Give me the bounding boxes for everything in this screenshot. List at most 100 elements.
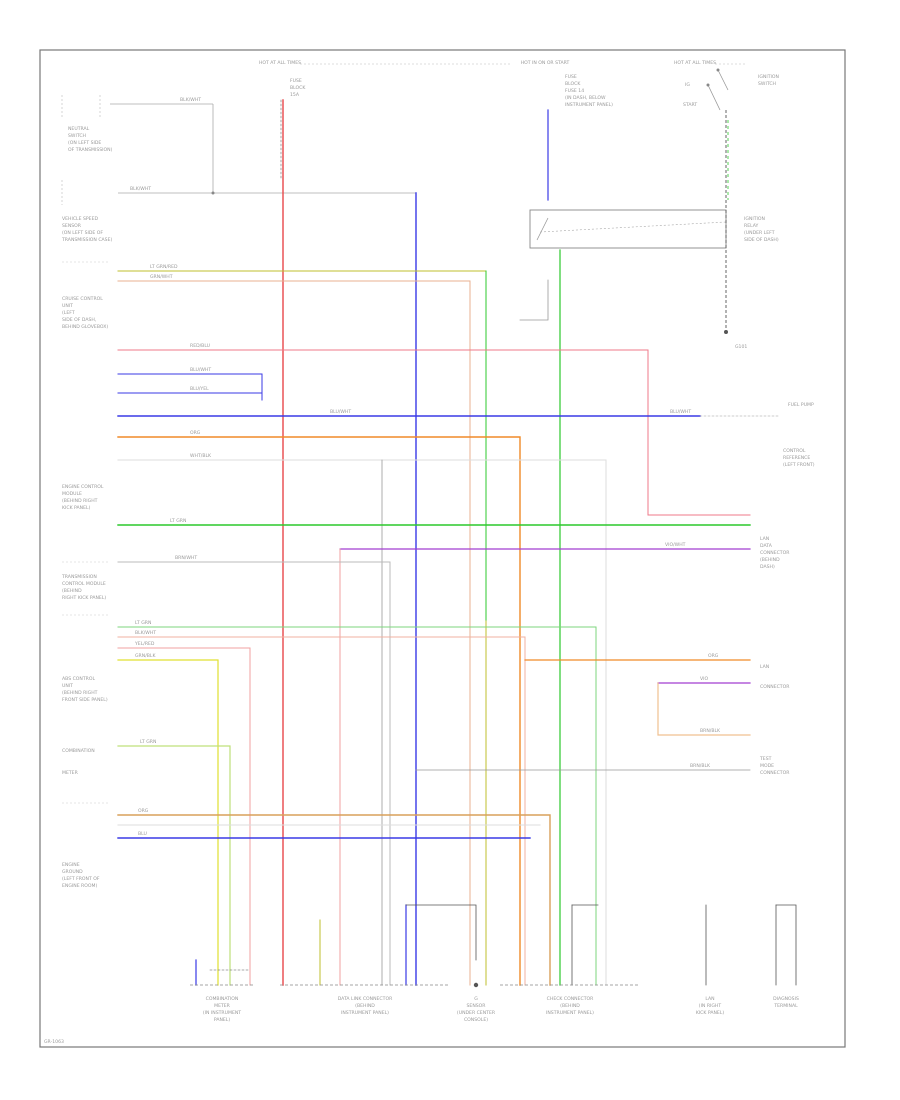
svg-text:LT GRN: LT GRN <box>135 620 151 626</box>
svg-text:LAN: LAN <box>705 996 714 1002</box>
svg-text:DATA LINK CONNECTOR: DATA LINK CONNECTOR <box>338 996 393 1002</box>
svg-text:ENGINE ROOM): ENGINE ROOM) <box>62 883 97 889</box>
svg-text:CONTROL: CONTROL <box>783 448 806 454</box>
wires: LT GRN/RED GRN/WHT RED/BLU BLU/WHT BLU/Y… <box>117 99 797 988</box>
lan-connector: LAN CONNECTOR <box>760 664 790 690</box>
svg-text:BLU/WHT: BLU/WHT <box>190 367 211 373</box>
svg-text:G: G <box>474 996 478 1002</box>
svg-text:ABS CONTROL: ABS CONTROL <box>62 676 95 682</box>
engine-ground: ENGINE GROUND (LEFT FRONT OF ENGINE ROOM… <box>62 802 110 889</box>
neutral-switch: NEUTRAL SWITCH (ON LEFT SIDE OF TRANSMIS… <box>61 95 214 193</box>
svg-text:BLK/WHT: BLK/WHT <box>135 630 156 636</box>
svg-text:BLOCK: BLOCK <box>565 81 581 87</box>
svg-text:(BEHIND RIGHT: (BEHIND RIGHT <box>62 690 98 696</box>
diagram-code: GR-1063 <box>44 1039 64 1045</box>
svg-text:ORG: ORG <box>190 430 201 436</box>
svg-text:(UNDER CENTER: (UNDER CENTER <box>457 1010 496 1016</box>
fuse-block-right: FUSE BLOCK FUSE 14 (IN DASH, BELOW INSTR… <box>565 74 613 108</box>
svg-text:FUEL PUMP: FUEL PUMP <box>788 402 814 408</box>
data-link-connector: DATA LINK CONNECTOR (BEHIND INSTRUMENT P… <box>338 996 393 1016</box>
svg-text:BLK/WHT: BLK/WHT <box>130 186 151 192</box>
svg-text:SENSOR: SENSOR <box>467 1003 487 1009</box>
svg-text:CONTROL MODULE: CONTROL MODULE <box>62 581 106 587</box>
svg-text:UNIT: UNIT <box>62 303 73 309</box>
svg-text:TERMINAL: TERMINAL <box>773 1003 798 1009</box>
svg-text:BLU: BLU <box>138 831 147 837</box>
svg-text:SIDE OF DASH,: SIDE OF DASH, <box>62 317 97 323</box>
svg-text:RIGHT KICK PANEL): RIGHT KICK PANEL) <box>62 595 106 601</box>
svg-text:(BEHIND: (BEHIND <box>355 1003 375 1009</box>
svg-text:G101: G101 <box>735 344 747 350</box>
svg-text:ORG: ORG <box>708 653 719 659</box>
svg-text:CONNECTOR: CONNECTOR <box>760 550 790 556</box>
hot-at-all-times-label: HOT AT ALL TIMES <box>259 60 301 66</box>
svg-text:FUSE: FUSE <box>290 78 302 84</box>
svg-text:(IN DASH, BELOW: (IN DASH, BELOW <box>565 95 606 101</box>
svg-text:DIAGNOSIS: DIAGNOSIS <box>773 996 799 1002</box>
svg-text:START: START <box>683 102 697 108</box>
check-connector: CHECK CONNECTOR (BEHIND INSTRUMENT PANEL… <box>546 996 594 1016</box>
ignition-switch: IGNITION SWITCH IG START <box>683 68 779 111</box>
ignition-relay: IGNITION RELAY (UNDER LEFT SIDE OF DASH) <box>529 209 779 249</box>
svg-text:LT GRN/RED: LT GRN/RED <box>150 264 178 270</box>
svg-text:(BEHIND: (BEHIND <box>62 588 82 594</box>
svg-text:LT GRN: LT GRN <box>140 739 156 745</box>
svg-text:YEL/RED: YEL/RED <box>134 641 155 647</box>
svg-text:FUSE: FUSE <box>565 74 577 80</box>
svg-text:(IN INSTRUMENT: (IN INSTRUMENT <box>203 1010 241 1016</box>
svg-text:CONNECTOR: CONNECTOR <box>760 684 790 690</box>
svg-text:SWITCH: SWITCH <box>758 81 776 87</box>
svg-text:UNIT: UNIT <box>62 683 73 689</box>
svg-text:WHT/BLK: WHT/BLK <box>190 453 212 459</box>
svg-text:METER: METER <box>62 770 79 776</box>
svg-text:LAN: LAN <box>760 664 769 670</box>
svg-text:INSTRUMENT PANEL): INSTRUMENT PANEL) <box>565 102 613 108</box>
svg-text:(BEHIND RIGHT: (BEHIND RIGHT <box>62 498 98 504</box>
svg-text:(BEHIND: (BEHIND <box>760 557 780 563</box>
svg-text:BLU/WHT: BLU/WHT <box>330 409 351 415</box>
svg-text:INSTRUMENT PANEL): INSTRUMENT PANEL) <box>341 1010 389 1016</box>
diagnosis-terminal: DIAGNOSIS TERMINAL <box>773 996 799 1009</box>
svg-text:INSTRUMENT PANEL): INSTRUMENT PANEL) <box>546 1010 594 1016</box>
svg-text:PANEL): PANEL) <box>214 1017 231 1023</box>
ground-g101: G101 <box>724 110 747 350</box>
abs-control-unit: ABS CONTROL UNIT (BEHIND RIGHT FRONT SID… <box>62 614 110 703</box>
svg-text:(BEHIND: (BEHIND <box>560 1003 580 1009</box>
cruise-control-unit: CRUISE CONTROL UNIT (LEFT SIDE OF DASH, … <box>62 261 110 330</box>
svg-text:GRN/BLK: GRN/BLK <box>135 653 156 659</box>
g-sensor: G SENSOR (UNDER CENTER CONSOLE) <box>457 996 496 1023</box>
svg-text:IGNITION: IGNITION <box>744 216 765 222</box>
svg-text:(ON LEFT SIDE OF: (ON LEFT SIDE OF <box>62 230 103 236</box>
vehicle-speed-sensor: VEHICLE SPEED SENSOR (ON LEFT SIDE OF TR… <box>61 180 416 243</box>
svg-text:GRN/WHT: GRN/WHT <box>150 274 173 280</box>
svg-text:SENSOR: SENSOR <box>62 223 82 229</box>
svg-text:VIO/WHT: VIO/WHT <box>665 542 686 548</box>
svg-text:BRN/BLK: BRN/BLK <box>690 763 711 769</box>
svg-text:SWITCH: SWITCH <box>68 133 86 139</box>
svg-text:GROUND: GROUND <box>62 869 83 875</box>
svg-text:TEST: TEST <box>759 756 772 762</box>
svg-text:OF TRANSMISSION): OF TRANSMISSION) <box>68 147 113 153</box>
svg-text:MODULE: MODULE <box>62 491 82 497</box>
svg-text:RELAY: RELAY <box>744 223 759 229</box>
svg-text:BRN/WHT: BRN/WHT <box>175 555 197 561</box>
svg-text:KICK PANEL): KICK PANEL) <box>696 1010 725 1016</box>
svg-text:REFERENCE: REFERENCE <box>783 455 810 461</box>
svg-text:BEHIND GLOVEBOX): BEHIND GLOVEBOX) <box>62 324 108 330</box>
hot-at-all-times-right-label: HOT AT ALL TIMES <box>674 60 716 66</box>
svg-text:CHECK CONNECTOR: CHECK CONNECTOR <box>547 996 594 1002</box>
svg-text:SIDE OF DASH): SIDE OF DASH) <box>744 237 779 243</box>
svg-text:(LEFT FRONT OF: (LEFT FRONT OF <box>62 876 100 882</box>
combination-meter-left: COMBINATION METER <box>62 748 95 776</box>
svg-text:BLK/WHT: BLK/WHT <box>180 97 201 103</box>
power-section: HOT AT ALL TIMES HOT IN ON OR START HOT … <box>259 60 779 111</box>
svg-text:RED/BLU: RED/BLU <box>190 343 210 349</box>
svg-text:NEUTRAL: NEUTRAL <box>68 126 90 132</box>
svg-text:BLU/WHT: BLU/WHT <box>670 409 691 415</box>
svg-text:15A: 15A <box>290 92 300 98</box>
svg-text:CONSOLE): CONSOLE) <box>464 1017 488 1023</box>
hot-in-on-start-label: HOT IN ON OR START <box>521 60 570 66</box>
svg-text:BRN/BLK: BRN/BLK <box>700 728 721 734</box>
svg-text:ENGINE CONTROL: ENGINE CONTROL <box>62 484 104 490</box>
fuse-block-center: FUSE BLOCK 15A <box>290 78 306 98</box>
